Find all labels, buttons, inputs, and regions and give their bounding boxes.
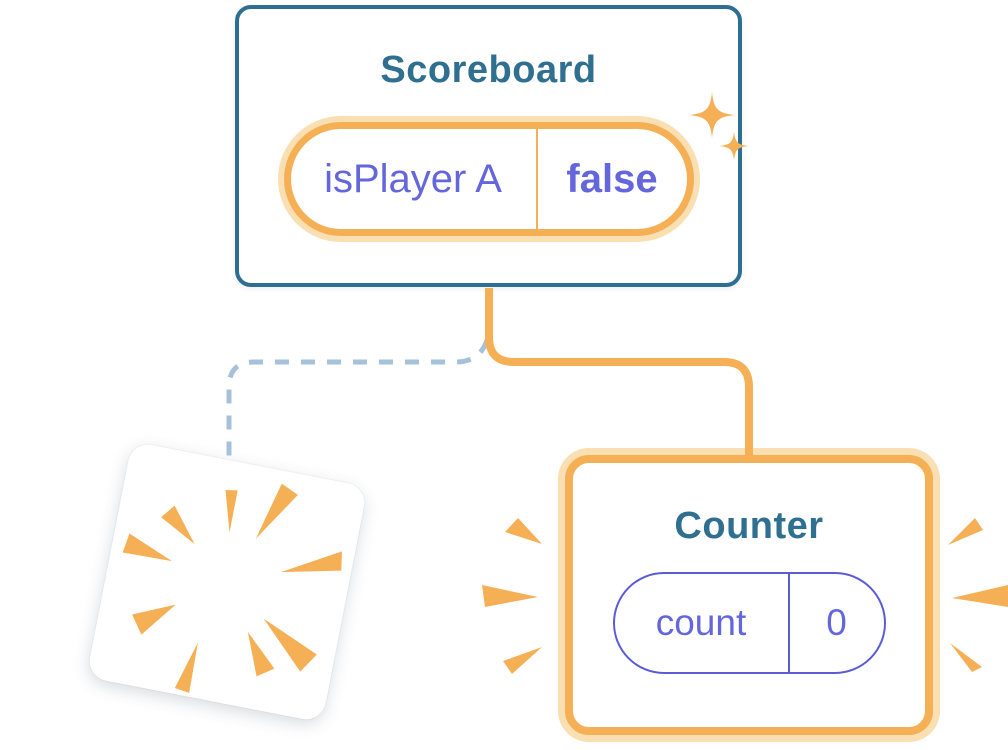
scoreboard-state-pill: isPlayer A false [283,122,694,236]
state-key: count [655,602,747,643]
counter-state-pill: count 0 [612,572,886,674]
scoreboard-card: Scoreboard isPlayer A false [235,5,742,287]
emphasis-burst-right-icon [948,518,1008,672]
scoreboard-title: Scoreboard [380,49,597,91]
explosion-burst-icon [122,483,342,693]
emphasis-burst-left-icon [482,518,542,674]
state-value: false [566,156,658,201]
counter-title: Counter [674,505,824,547]
dashed-connector [226,339,490,460]
state-value: 0 [826,602,847,643]
state-key: isPlayer A [324,156,502,201]
pill-divider [787,574,790,672]
destroyed-component-card [86,441,368,723]
counter-card: Counter count 0 [565,455,933,735]
pill-divider [535,129,538,229]
solid-connector [485,288,753,463]
